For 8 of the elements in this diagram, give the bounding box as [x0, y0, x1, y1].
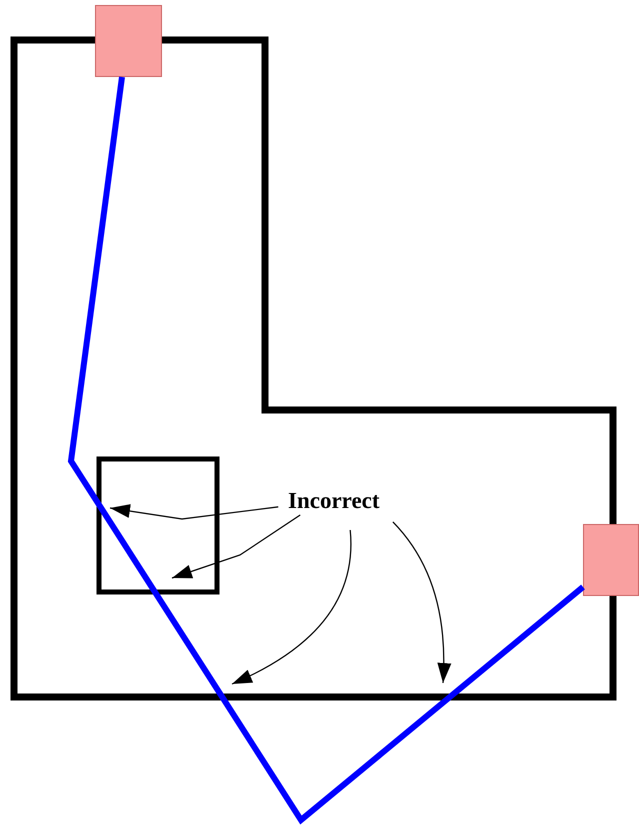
- callout-text: Incorrect: [288, 488, 380, 514]
- leader-line: [172, 514, 301, 579]
- leader-line: [110, 504, 278, 520]
- leader-line: [392, 522, 451, 684]
- leader-line: [232, 530, 352, 685]
- route-line: [68, 76, 585, 824]
- door-marker: [95, 5, 162, 77]
- door-marker: [583, 524, 639, 596]
